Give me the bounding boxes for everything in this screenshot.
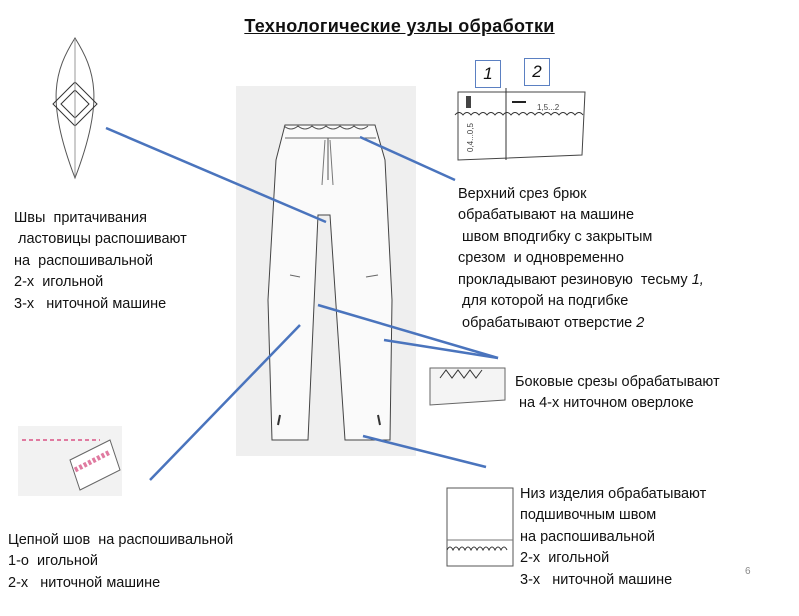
chain-stitch-drawing <box>18 426 122 496</box>
note-line: Цепной шов на распошивальной <box>8 531 234 548</box>
ref-2: 2 <box>636 314 645 331</box>
callout-1: 1 <box>475 60 501 88</box>
trousers-drawing <box>236 86 416 456</box>
note-line: обрабатывают отверстие 2 <box>458 313 704 335</box>
note-text: прокладывают резиновую тесьму <box>458 271 692 288</box>
chain-stitch-note: Цепной шов на распошивальной 1-о игольной… <box>8 508 233 616</box>
page-number: 6 <box>745 566 751 577</box>
note-line: для которой на подгибке <box>458 293 629 309</box>
hem-drawing <box>446 487 514 567</box>
waistband-drawing <box>454 88 586 161</box>
dim-top-label: 1,5...2 <box>537 103 560 112</box>
gusset-note: Швы притачивания ластовицы распошивают на… <box>14 186 187 337</box>
side-seam-note: Боковые срезы обрабатывают на 4-х ниточно… <box>515 350 720 436</box>
note-line: Низ изделия обрабатывают <box>520 485 707 502</box>
note-line: Швы притачивания <box>14 209 147 226</box>
note-line: на распошивальной <box>14 252 153 269</box>
note-line: Боковые срезы обрабатывают <box>515 373 720 390</box>
note-line: Верхний срез брюк <box>458 185 587 202</box>
hem-note: Низ изделия обрабатывают подшивочным швом… <box>520 462 706 613</box>
note-line: 1-о игольной <box>8 553 99 569</box>
ref-1: 1, <box>691 271 704 288</box>
overlock-seam-drawing <box>429 367 506 406</box>
note-line: 2-х ниточной машине <box>8 574 161 591</box>
gusset-drawing <box>52 37 98 180</box>
note-line: 3-х ниточной машине <box>520 571 673 588</box>
note-line: на 4-х ниточном оверлоке <box>519 395 694 411</box>
note-line: на распошивальной <box>520 528 655 545</box>
dim-side-label: 0,4...0,5 <box>466 123 475 152</box>
note-line: прокладывают резиновую тесьму 1, <box>458 270 704 292</box>
note-line: 2-х игольной <box>520 550 610 566</box>
note-line: срезом и одновременно <box>458 250 624 266</box>
note-line: швом вподгибку с закрытым <box>458 228 653 245</box>
note-line: 3-х ниточной машине <box>14 295 167 312</box>
callout-2: 2 <box>524 58 550 86</box>
note-line: 2-х игольной <box>14 274 104 290</box>
note-text: обрабатывают отверстие <box>458 314 637 331</box>
note-line: подшивочным швом <box>520 507 657 523</box>
page-title: Технологические узлы обработки <box>244 16 555 36</box>
illustrations: 1,5...2 0,4...0,5 <box>18 37 586 567</box>
note-line: обрабатывают на машине <box>458 207 635 223</box>
note-line: ластовицы распошивают <box>14 231 187 247</box>
leader-lines <box>105 126 499 481</box>
